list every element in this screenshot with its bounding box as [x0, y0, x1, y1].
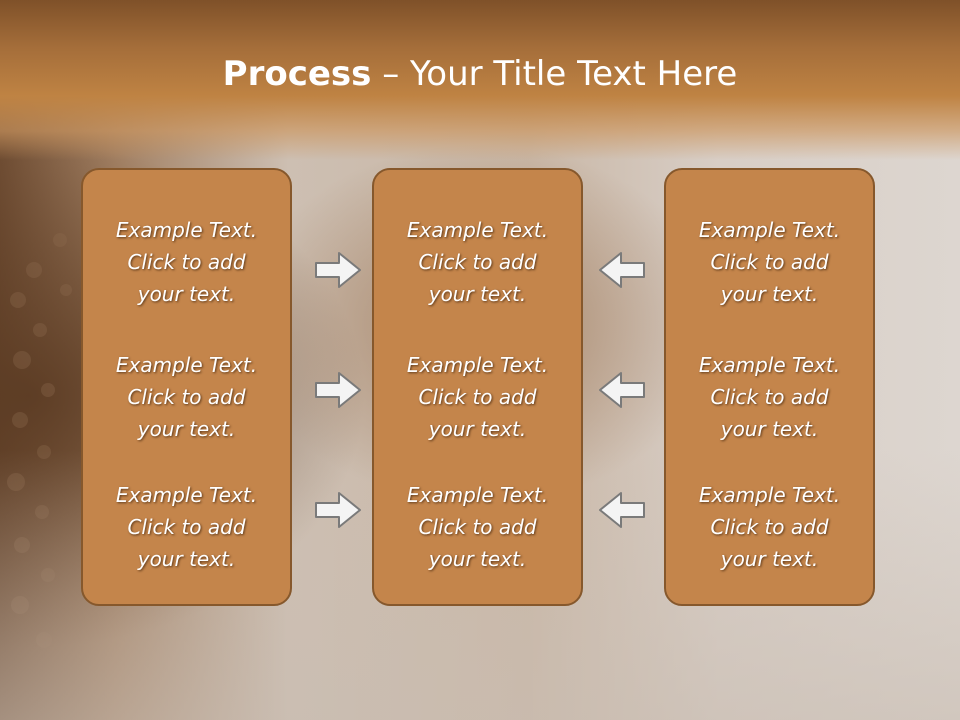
- text-line: Example Text.: [406, 353, 549, 377]
- text-line: Example Text.: [698, 353, 841, 377]
- text-placeholder[interactable]: Example Text. Click to add your text.: [666, 349, 873, 445]
- process-box-left[interactable]: Example Text. Click to add your text. Ex…: [81, 168, 292, 606]
- text-line: Example Text.: [115, 483, 258, 507]
- text-line: Example Text.: [698, 483, 841, 507]
- text-line: Click to add: [127, 385, 246, 409]
- text-line: Click to add: [710, 515, 829, 539]
- title-bold-part: Process: [222, 54, 372, 94]
- text-line: your text.: [137, 282, 236, 306]
- text-line: your text.: [428, 547, 527, 571]
- arrow-left-icon: [599, 372, 645, 408]
- text-line: your text.: [137, 547, 236, 571]
- arrow-left-icon: [599, 252, 645, 288]
- text-placeholder[interactable]: Example Text. Click to add your text.: [374, 479, 581, 575]
- slide-title[interactable]: Process – Your Title Text Here: [0, 52, 960, 96]
- text-placeholder[interactable]: Example Text. Click to add your text.: [666, 479, 873, 575]
- text-placeholder[interactable]: Example Text. Click to add your text.: [374, 214, 581, 310]
- text-line: Click to add: [127, 515, 246, 539]
- text-line: Example Text.: [406, 483, 549, 507]
- text-line: your text.: [720, 417, 819, 441]
- text-line: Click to add: [418, 385, 537, 409]
- arrow-right-icon: [315, 252, 361, 288]
- text-line: your text.: [428, 282, 527, 306]
- arrow-left-icon: [599, 492, 645, 528]
- text-line: Click to add: [418, 250, 537, 274]
- arrow-right-icon: [315, 372, 361, 408]
- text-line: Example Text.: [698, 218, 841, 242]
- text-line: Click to add: [418, 515, 537, 539]
- title-rest-part: Your Title Text Here: [410, 54, 738, 94]
- text-placeholder[interactable]: Example Text. Click to add your text.: [374, 349, 581, 445]
- title-separator: –: [371, 54, 411, 94]
- text-line: Example Text.: [115, 218, 258, 242]
- text-line: Click to add: [710, 385, 829, 409]
- text-line: Click to add: [710, 250, 829, 274]
- text-line: Example Text.: [115, 353, 258, 377]
- text-line: your text.: [720, 547, 819, 571]
- text-placeholder[interactable]: Example Text. Click to add your text.: [666, 214, 873, 310]
- arrow-right-icon: [315, 492, 361, 528]
- process-box-center[interactable]: Example Text. Click to add your text. Ex…: [372, 168, 583, 606]
- text-line: Click to add: [127, 250, 246, 274]
- text-line: your text.: [428, 417, 527, 441]
- title-band: [0, 0, 960, 160]
- text-placeholder[interactable]: Example Text. Click to add your text.: [83, 479, 290, 575]
- text-line: your text.: [720, 282, 819, 306]
- text-placeholder[interactable]: Example Text. Click to add your text.: [83, 214, 290, 310]
- text-line: Example Text.: [406, 218, 549, 242]
- text-placeholder[interactable]: Example Text. Click to add your text.: [83, 349, 290, 445]
- process-box-right[interactable]: Example Text. Click to add your text. Ex…: [664, 168, 875, 606]
- text-line: your text.: [137, 417, 236, 441]
